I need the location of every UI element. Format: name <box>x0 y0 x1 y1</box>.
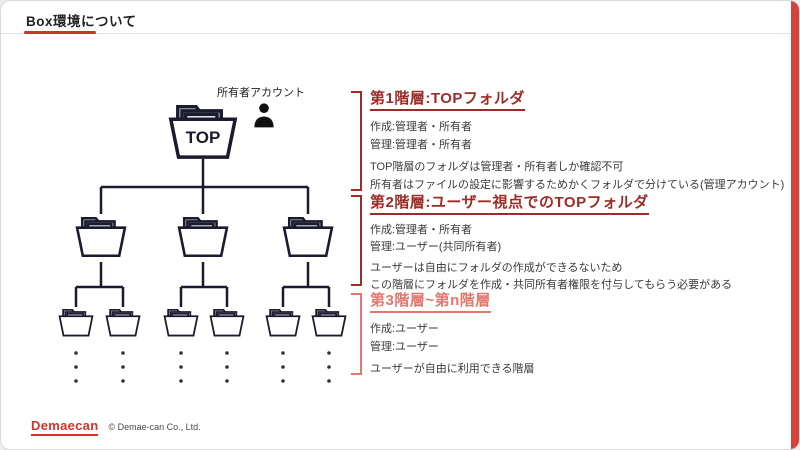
section-line: 管理:管理者・所有者 <box>370 139 473 151</box>
level3-folder-icon <box>163 308 199 337</box>
level3-folder-icon <box>265 308 301 337</box>
section-heading: 第2階層:ユーザー視点でのTOPフォルダ <box>370 191 649 215</box>
section-heading: 第1階層:TOPフォルダ <box>370 87 525 111</box>
footer: Demaecan © Demae-can Co., Ltd. <box>31 418 201 436</box>
section-line: 作成:管理者・所有者 <box>370 224 473 236</box>
right-accent-stripe <box>791 1 799 449</box>
person-icon <box>254 103 274 128</box>
header-divider <box>1 33 799 34</box>
level3-folder-icon <box>105 308 141 337</box>
owner-account-label: 所有者アカウント <box>217 85 305 99</box>
section-line: 作成:ユーザー <box>370 323 439 335</box>
copyright-text: © Demae-can Co., Ltd. <box>108 422 201 432</box>
section-line: ユーザーは自由にフォルダの作成ができるないため <box>370 262 623 274</box>
section-line: 管理:ユーザー(共同所有者) <box>370 241 502 253</box>
section-line: 所有者はファイルの設定に影響するためかくフォルダで分けている(管理アカウント) <box>370 179 785 191</box>
folder-hierarchy-diagram: 所有者アカウント TOP <box>58 85 347 383</box>
section-bracket <box>351 91 362 191</box>
section-bracket <box>351 195 362 286</box>
section-line: 管理:ユーザー <box>370 341 439 353</box>
section-line: TOP階層のフォルダは管理者・所有者しか確認不可 <box>370 161 624 173</box>
level3-folder-icon <box>209 308 245 337</box>
page-title: Box環境について <box>26 14 137 29</box>
level3-folder-icon <box>311 308 347 337</box>
section-level3: 第3階層~第n階層 作成:ユーザー 管理:ユーザー ユーザーが自由に利用できる階… <box>351 289 791 378</box>
top-folder-label: TOP <box>186 128 221 147</box>
title-underline <box>24 31 96 34</box>
section-line: ユーザーが自由に利用できる階層 <box>370 363 535 375</box>
level2-folder-icon <box>282 217 334 258</box>
ellipsis-dots <box>74 351 331 383</box>
section-line: 作成:管理者・所有者 <box>370 121 473 133</box>
section-heading: 第3階層~第n階層 <box>370 289 491 313</box>
level3-folder-icon <box>58 308 94 337</box>
section-level2: 第2階層:ユーザー視点でのTOPフォルダ 作成:管理者・所有者 管理:ユーザー(… <box>351 191 791 294</box>
level2-folder-icon <box>75 217 127 258</box>
level2-folder-icon <box>177 217 229 258</box>
tree-connectors <box>74 159 331 307</box>
section-level1: 第1階層:TOPフォルダ 作成:管理者・所有者 管理:管理者・所有者 TOP階層… <box>351 87 791 194</box>
demaecan-logo: Demaecan <box>31 418 99 436</box>
section-line: この階層にフォルダを作成・共同所有者権限を付与してもらう必要がある <box>370 279 733 291</box>
section-bracket <box>351 293 362 375</box>
